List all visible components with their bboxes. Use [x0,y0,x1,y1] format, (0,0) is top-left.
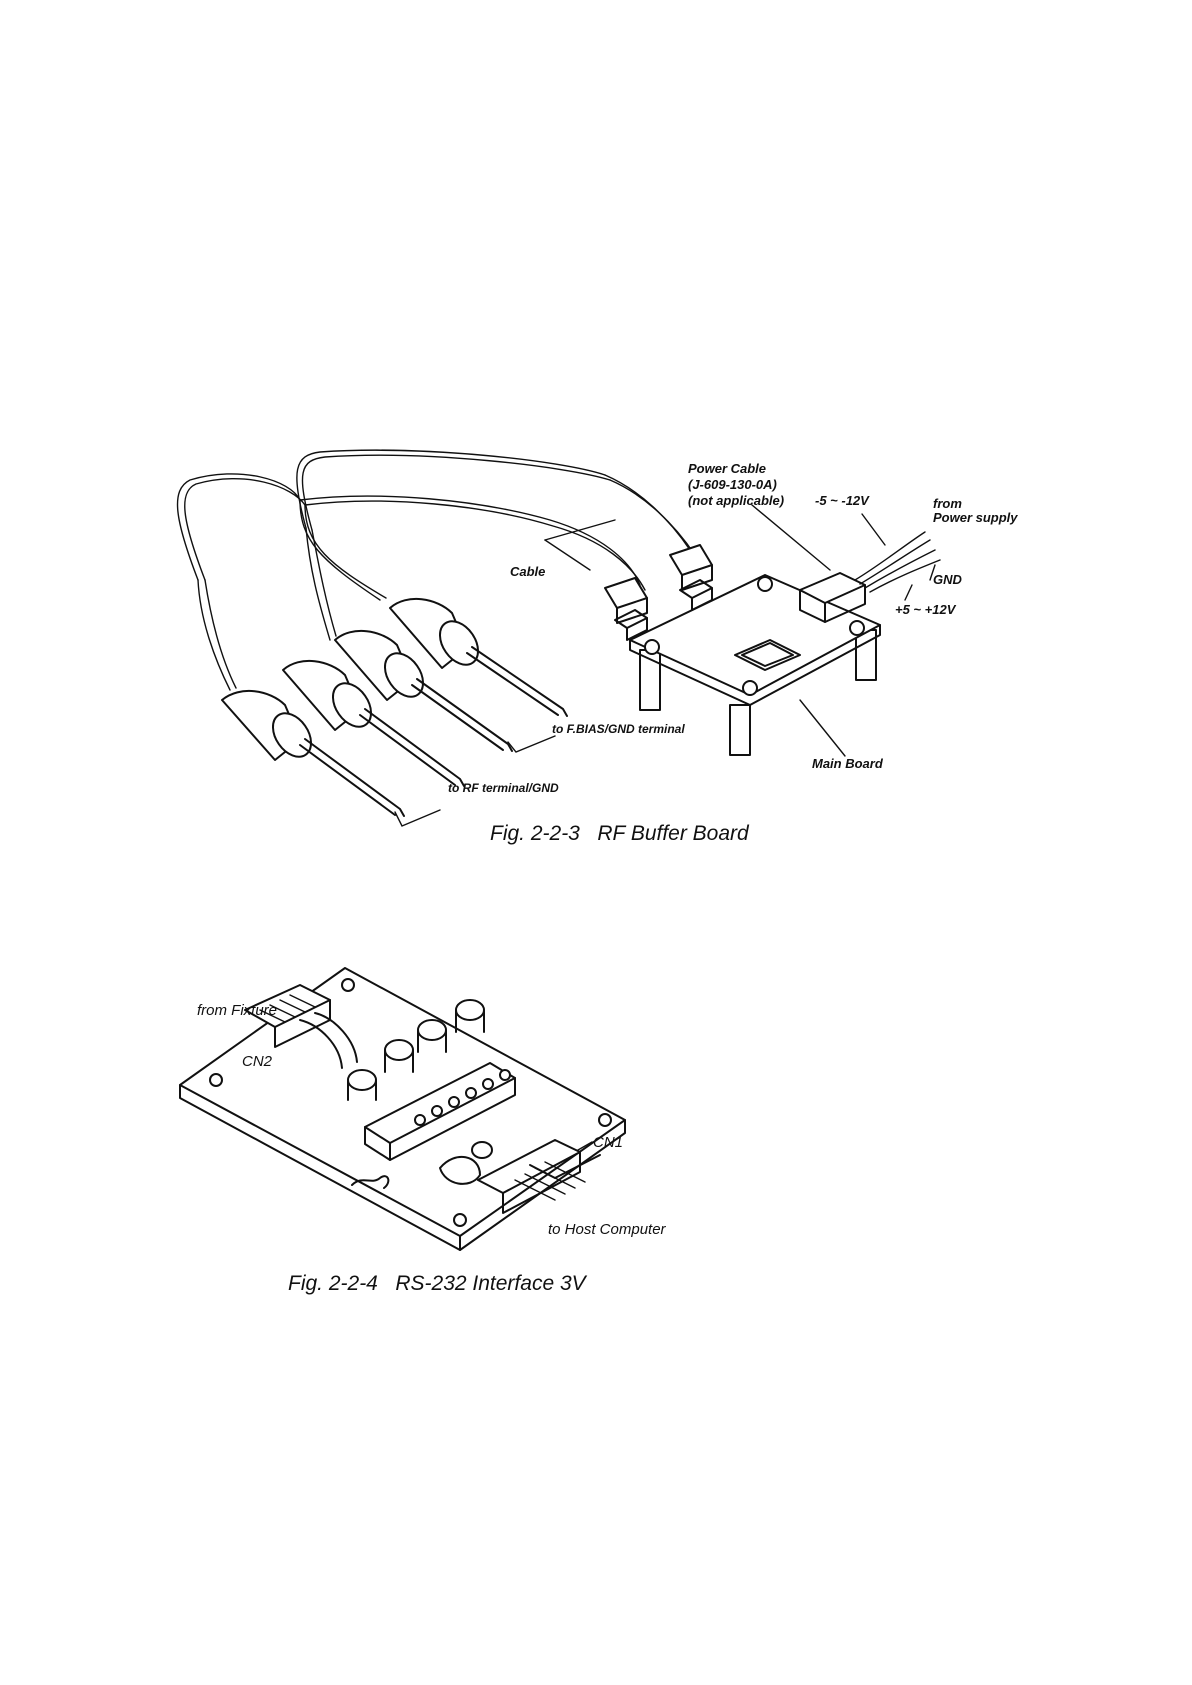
figure-rf-buffer-board: Power Cable (J-609-130-0A) (not applicab… [178,450,1019,845]
neg-voltage-leader [862,514,885,545]
cable-leader-1 [545,520,615,540]
power-supply-label: Power supply [933,510,1018,525]
from-fixture-label: from Fixture [197,1002,277,1019]
neg-voltage-label: -5 ~ -12V [815,493,870,508]
part-number-label: (J-609-130-0A) [688,477,777,492]
main-board-label: Main Board [812,756,884,771]
figure-caption-2: Fig. 2-2-4 RS-232 Interface 3V [288,1272,588,1295]
rf-probe-1 [222,691,404,816]
to-host-label: to Host Computer [548,1221,667,1238]
pos-voltage-label: +5 ~ +12V [895,602,957,617]
power-cable-label: Power Cable [688,461,766,476]
cn1-label: CN1 [593,1134,623,1151]
pos-voltage-leader [905,585,912,600]
not-applicable-label: (not applicable) [688,493,784,508]
figure-caption-1: Fig. 2-2-3 RF Buffer Board [490,822,750,845]
power-cable-wires [855,532,940,592]
cn2-label: CN2 [242,1053,273,1070]
from-label: from [933,496,962,511]
fbias-probe-2 [390,599,567,716]
cable-label: Cable [510,564,545,579]
to-rf-label: to RF terminal/GND [448,781,559,795]
main-board-leader [800,700,845,756]
gnd-label: GND [933,572,963,587]
to-fbias-label: to F.BIAS/GND terminal [552,722,685,736]
cable-leader-2 [545,540,590,570]
power-cable-leader [752,505,830,570]
figure-rs232-interface: from Fixture CN2 CN1 to Host Computer Fi… [180,968,667,1295]
fbias-bracket [508,736,555,752]
